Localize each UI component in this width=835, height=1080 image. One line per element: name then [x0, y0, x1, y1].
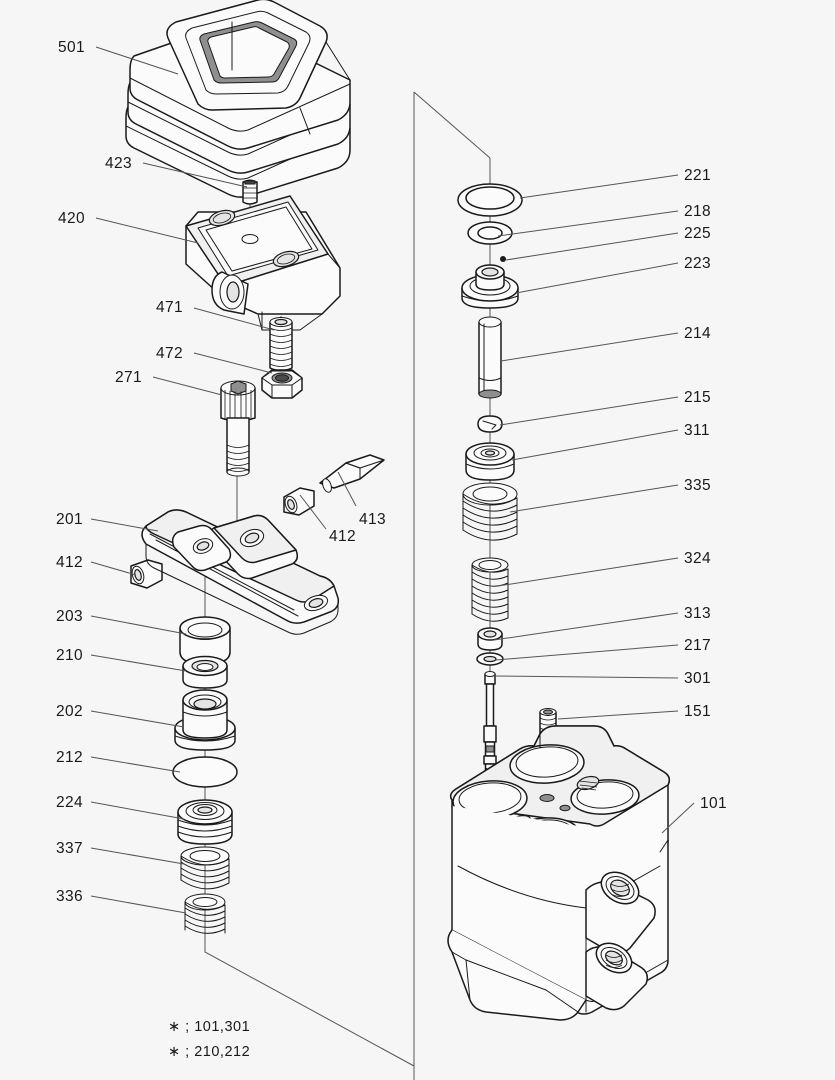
callout-412-right[interactable]: 412 — [329, 528, 357, 545]
part-311-valve-seat — [465, 442, 515, 481]
callout-224[interactable]: 224 — [56, 794, 84, 811]
part-420-mount-bracket — [185, 195, 341, 331]
part-335-spring-coil-large — [462, 482, 518, 541]
callout-212[interactable]: 212 — [56, 749, 84, 766]
callout-225[interactable]: 225 — [684, 225, 712, 242]
callout-313[interactable]: 313 — [684, 605, 712, 622]
callout-271[interactable]: 271 — [115, 369, 143, 386]
callout-223[interactable]: 223 — [684, 255, 712, 272]
callout-201[interactable]: 201 — [56, 511, 84, 528]
leader-lines-left — [90, 46, 357, 914]
part-212-o-ring — [172, 756, 238, 788]
callout-501[interactable]: 501 — [58, 39, 86, 56]
callout-217[interactable]: 217 — [684, 637, 712, 654]
footnote-line-2: ∗ ; 210,212 — [168, 1044, 251, 1060]
part-225-dowel-pin — [500, 256, 506, 262]
callout-423[interactable]: 423 — [105, 155, 133, 172]
part-412-bushing-left — [130, 559, 163, 589]
part-221-o-ring-large — [457, 183, 523, 217]
callout-221[interactable]: 221 — [684, 167, 712, 184]
part-215-snap-ring — [477, 415, 503, 433]
part-223-spring-seat — [461, 264, 519, 309]
part-210-seal-ring — [182, 655, 228, 689]
part-217-shim-washer — [476, 652, 504, 666]
part-214-plunger-rod — [478, 316, 502, 399]
callout-151[interactable]: 151 — [684, 703, 712, 720]
callout-420[interactable]: 420 — [58, 210, 86, 227]
callout-413[interactable]: 413 — [359, 511, 387, 528]
part-337-spring-upper — [180, 846, 230, 890]
callout-203[interactable]: 203 — [56, 608, 84, 625]
part-472-hex-nut — [261, 369, 303, 399]
callout-214[interactable]: 214 — [684, 325, 712, 342]
callout-215[interactable]: 215 — [684, 389, 712, 406]
part-202-plunger-guide — [174, 689, 236, 751]
callout-471[interactable]: 471 — [156, 299, 184, 316]
part-324-spring-coil-small — [471, 557, 509, 622]
leader-lines-right — [493, 174, 695, 834]
callout-336[interactable]: 336 — [56, 888, 84, 905]
part-412-bushing-right — [283, 487, 315, 516]
callout-218[interactable]: 218 — [684, 203, 712, 220]
callout-301[interactable]: 301 — [684, 670, 712, 687]
callout-335[interactable]: 335 — [684, 477, 712, 494]
part-413-pin — [319, 454, 385, 493]
footnote-line-1: ∗ ; 101,301 — [168, 1019, 251, 1035]
frame-divider — [204, 91, 491, 1080]
part-101-valve-body — [447, 725, 671, 1021]
part-501-boot-cover — [125, 0, 351, 198]
part-423-set-screw — [242, 179, 258, 205]
part-313-valve-insert — [477, 627, 503, 651]
part-471-stud-bolt — [269, 317, 293, 372]
part-218-washer — [467, 221, 513, 245]
callout-311[interactable]: 311 — [684, 422, 710, 439]
part-336-spring-lower — [184, 893, 226, 934]
part-271-socket-head-bolt — [220, 380, 256, 477]
callout-210[interactable]: 210 — [56, 647, 84, 664]
callout-324[interactable]: 324 — [684, 550, 712, 567]
callout-337[interactable]: 337 — [56, 840, 84, 857]
part-203-spacer-ring — [179, 616, 231, 665]
callout-202[interactable]: 202 — [56, 703, 84, 720]
callout-472[interactable]: 472 — [156, 345, 184, 362]
callout-101[interactable]: 101 — [700, 795, 728, 812]
callout-412-left[interactable]: 412 — [56, 554, 84, 571]
part-201-lever-housing — [141, 509, 340, 635]
part-224-piston — [177, 799, 233, 845]
